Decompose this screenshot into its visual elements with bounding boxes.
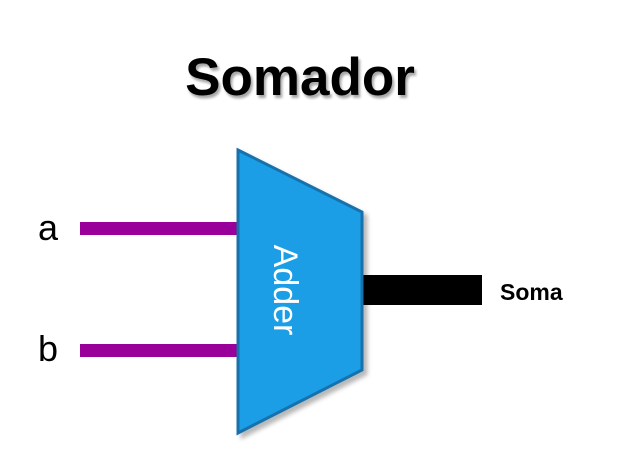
diagram-title: Somador <box>185 48 415 107</box>
input-wire-b <box>80 344 240 357</box>
adder-block <box>236 147 364 436</box>
output-wire-soma <box>360 275 482 305</box>
input-label-b: b <box>38 328 58 369</box>
adder-block-label: Adder <box>266 245 304 336</box>
output-label-soma: Soma <box>500 279 563 305</box>
input-label-a: a <box>38 207 59 248</box>
input-wire-a <box>80 222 240 235</box>
